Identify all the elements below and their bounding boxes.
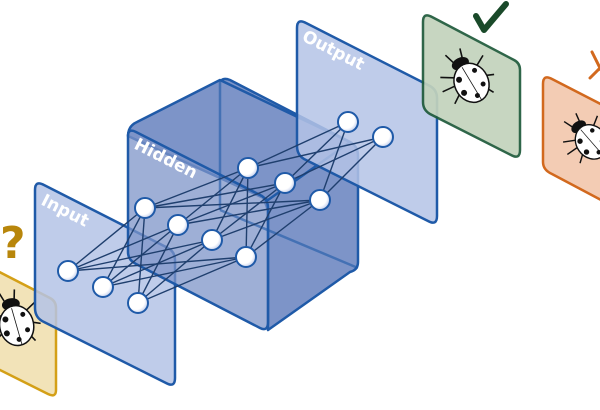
connection-line — [177, 199, 321, 226]
checkmark-icon — [473, 1, 509, 33]
cross-icon — [588, 50, 600, 80]
neuron-node — [274, 172, 296, 194]
question-mark-icon: ? — [0, 218, 26, 269]
neuron-node — [337, 111, 359, 133]
connections — [67, 121, 384, 304]
connection-line — [67, 239, 213, 272]
neuron-node — [372, 126, 394, 148]
neurons — [57, 111, 394, 314]
incorrect-output-card — [541, 76, 600, 201]
connection-line — [67, 207, 146, 272]
connection-line — [137, 256, 247, 304]
connection-line — [247, 121, 349, 169]
neuron-node — [127, 292, 149, 314]
connection-line — [137, 239, 213, 304]
connection-line — [211, 167, 249, 241]
connection-line — [319, 136, 384, 201]
neuron-node — [201, 229, 223, 251]
connection-line — [211, 182, 286, 241]
neuron-node — [235, 246, 257, 268]
connection-line — [245, 182, 286, 258]
connection-line — [137, 207, 146, 304]
neuron-node — [134, 197, 156, 219]
connection-line — [245, 167, 249, 258]
correct-output-card — [421, 14, 522, 158]
output-layer-panel — [295, 20, 439, 224]
connection-line — [245, 199, 321, 258]
neuron-node — [92, 276, 114, 298]
connection-line — [177, 167, 249, 226]
connection-line — [319, 121, 349, 201]
connection-line — [284, 121, 349, 184]
neuron-node — [57, 260, 79, 282]
neuron-node — [167, 214, 189, 236]
connection-line — [102, 224, 179, 288]
connection-line — [137, 224, 179, 304]
connection-line — [177, 182, 286, 226]
connection-line — [144, 167, 249, 209]
neuron-node — [309, 189, 331, 211]
hidden-front-face — [126, 129, 270, 331]
connection-line — [102, 207, 146, 288]
neuron-node — [237, 157, 259, 179]
